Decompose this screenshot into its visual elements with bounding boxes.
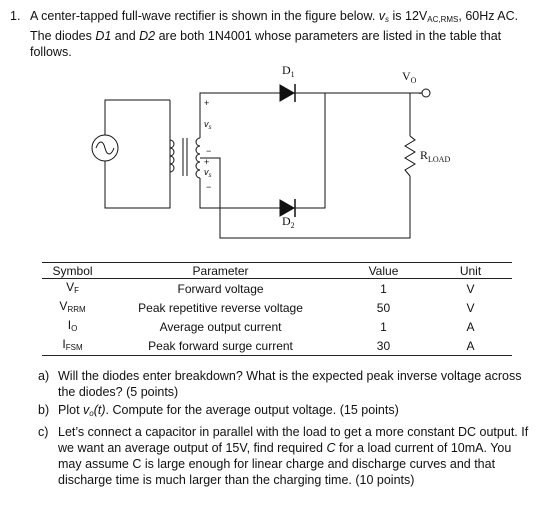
header-value: Value	[337, 262, 429, 279]
symbol-cell: VRRM	[59, 299, 86, 314]
value-cell: 50	[376, 301, 391, 315]
vs-bottom-plus: +	[204, 157, 209, 167]
question-c: c) Let’s connect a capacitor in parallel…	[38, 425, 529, 487]
question-list: a) Will the diodes enter breakdown? What…	[38, 368, 538, 490]
rectifier-circuit-diagram: D1 D2 VO RLOAD + vs − + vs −	[91, 63, 450, 239]
parameter-cell: Forward voltage	[177, 282, 264, 296]
top-winding-wire	[199, 92, 280, 138]
bottom-winding-wire	[199, 178, 280, 209]
table-header-row: Symbol Parameter Value Unit	[42, 262, 512, 279]
sine-icon	[95, 141, 115, 155]
primary-coil	[169, 139, 175, 173]
vs-top-label: vs	[204, 119, 212, 131]
vo-label: VO	[402, 69, 417, 85]
problem-text: A center-tapped full-wave rectifier is s…	[30, 9, 519, 59]
table-row: VRRM Peak repetitive reverse voltage 50 …	[42, 298, 512, 317]
vs-bottom-label: vs	[204, 167, 212, 179]
parameter-cell: Average output current	[159, 320, 282, 334]
header-unit: Unit	[428, 262, 512, 279]
value-cell: 1	[380, 320, 387, 334]
rload-resistor	[404, 135, 416, 177]
table-row: IFSM Peak forward surge current 30 A	[42, 336, 512, 356]
rload-label: RLOAD	[420, 148, 450, 164]
table-row: VF Forward voltage 1 V	[42, 279, 512, 299]
question-a: a) Will the diodes enter breakdown? What…	[38, 369, 522, 399]
parameter-cell: Peak repetitive reverse voltage	[138, 301, 303, 315]
vs-top-minus: −	[206, 146, 211, 156]
secondary-coil	[195, 137, 201, 179]
unit-cell: V	[466, 301, 475, 315]
unit-cell: A	[466, 320, 475, 334]
problem-number: 1.	[10, 9, 21, 23]
header-parameter: Parameter	[103, 262, 338, 279]
vs-bottom-minus: −	[206, 182, 211, 192]
vo-terminal	[421, 88, 431, 98]
parameter-cell: Peak forward surge current	[103, 336, 338, 356]
d2-output-wire	[295, 93, 326, 209]
center-tap-wire	[200, 157, 411, 239]
unit-cell: V	[466, 282, 475, 296]
value-cell: 1	[380, 282, 387, 296]
symbol-cell: IO	[67, 318, 78, 333]
diode-parameter-table: Symbol Parameter Value Unit VF Forward v…	[42, 262, 512, 356]
header-symbol: Symbol	[42, 262, 104, 279]
d1-diode-icon	[279, 84, 296, 102]
symbol-cell: IFSM	[42, 336, 104, 356]
d1-label: D1	[282, 63, 295, 79]
table-row: IO Average output current 1 A	[42, 317, 512, 336]
question-b: b) Plot vo(t). Compute for the average o…	[38, 403, 399, 418]
symbol-cell: VF	[66, 280, 79, 295]
d2-diode-icon	[279, 199, 296, 217]
value-cell: 30	[337, 336, 429, 356]
d2-label: D2	[282, 214, 295, 230]
vs-top-plus: +	[204, 98, 209, 108]
unit-cell: A	[428, 336, 512, 356]
